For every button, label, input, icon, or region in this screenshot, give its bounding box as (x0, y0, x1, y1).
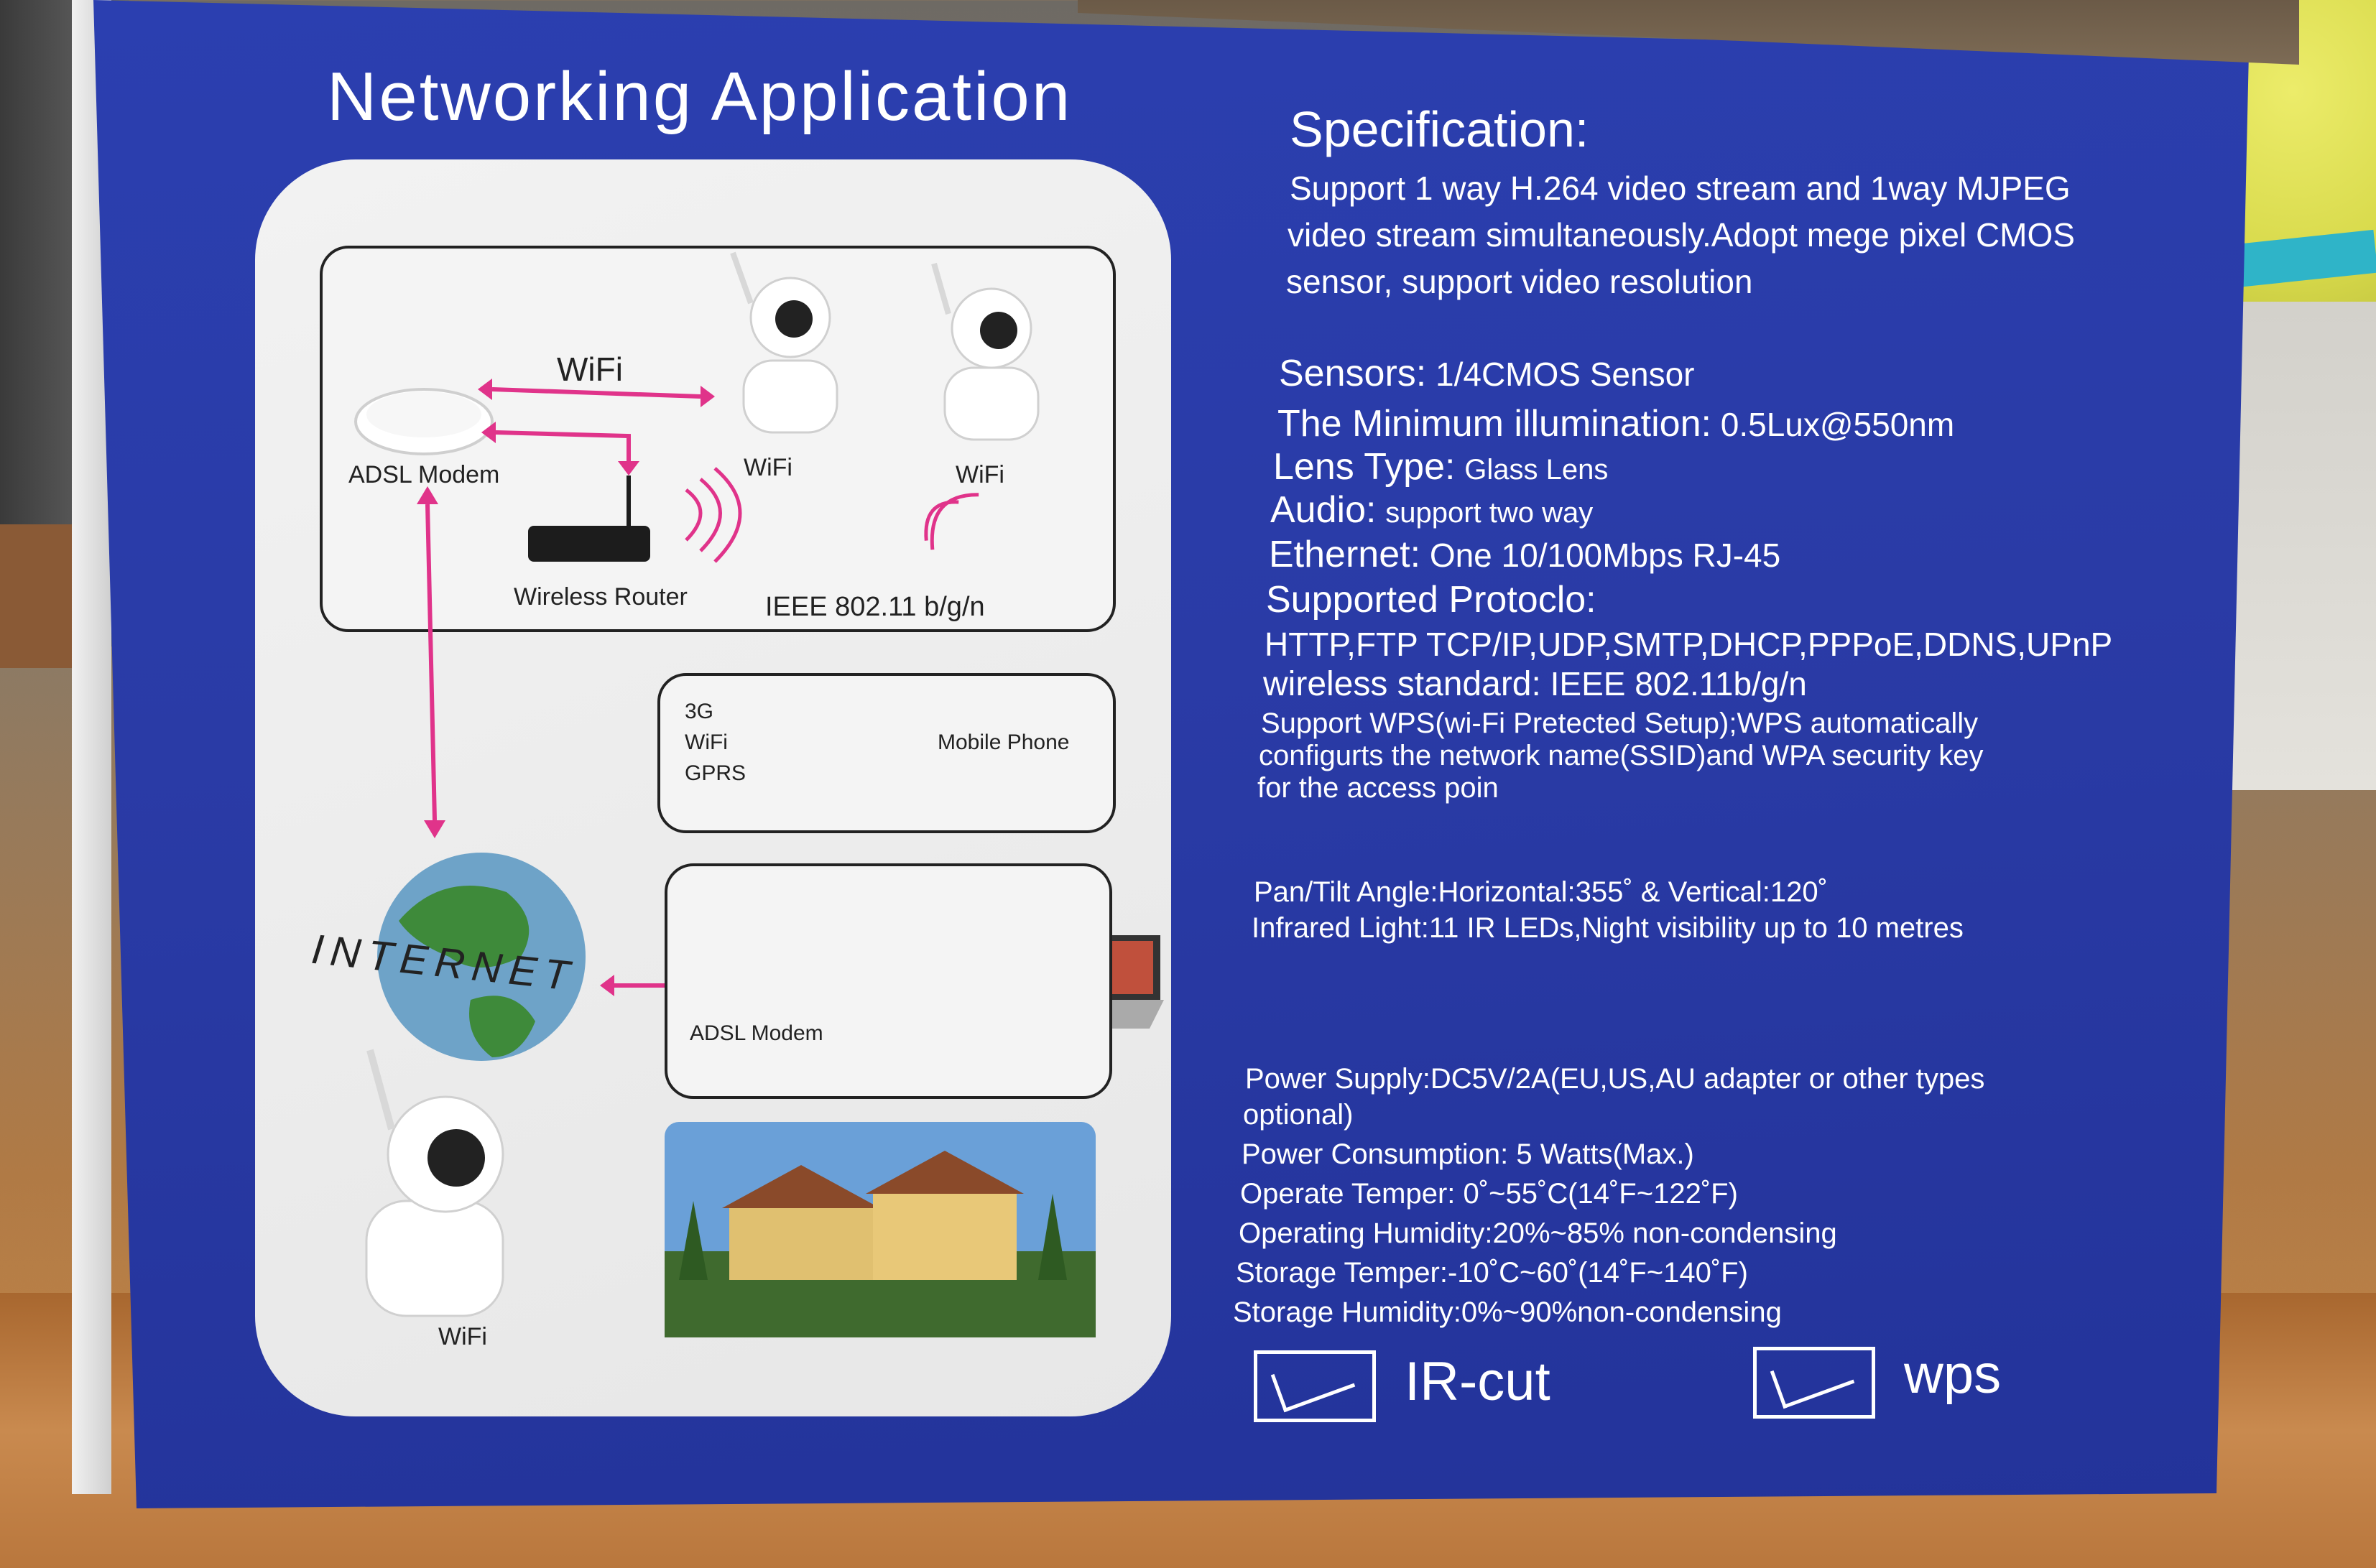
ir-cut-label: IR-cut (1405, 1351, 1550, 1412)
spec-audio: Audio: support two way (1270, 488, 1593, 532)
spec-intro-3: sensor, support video resolution (1286, 263, 1753, 300)
signal-waves-2 (924, 493, 979, 550)
spec-protocol-value: HTTP,FTP TCP/IP,UDP,SMTP,DHCP,PPPoE,DDNS… (1265, 626, 2113, 663)
wireless-router-label: Wireless Router (514, 583, 688, 611)
spec-illumination: The Minimum illumination: 0.5Lux@550nm (1277, 402, 1954, 445)
spec-intro-1: Support 1 way H.264 video stream and 1wa… (1290, 170, 2071, 207)
house-photo (665, 1122, 1096, 1337)
mobile-network-box (657, 673, 1116, 833)
signal-waves-1 (685, 467, 742, 563)
spec-wireless: wireless standard: IEEE 802.11b/g/n (1263, 664, 1807, 704)
spec-operate-temper: Operate Temper: 0˚~55˚C(14˚F~122˚F) (1240, 1178, 1738, 1210)
spec-power-supply-1: Power Supply:DC5V/2A(EU,US,AU adapter or… (1245, 1063, 1985, 1095)
spec-sensors: Sensors: 1/4CMOS Sensor (1279, 352, 1694, 395)
ir-cut-checkbox (1254, 1349, 1376, 1422)
internet-box (665, 863, 1112, 1099)
spec-sensors-value: 1/4CMOS Sensor (1436, 356, 1695, 393)
ieee-label: IEEE 802.11 b/g/n (765, 592, 985, 622)
camera-1-label: WiFi (744, 454, 792, 481)
mobile-phone-label: Mobile Phone (938, 730, 1070, 754)
spec-ethernet: Ethernet: One 10/100Mbps RJ-45 (1269, 533, 1780, 576)
network-diagram-graphics (354, 251, 1164, 1337)
spec-ethernet-label: Ethernet: (1269, 534, 1421, 575)
spec-pan-tilt: Pan/Tilt Angle:Horizontal:355˚ & Vertica… (1254, 876, 1828, 908)
camera-icon-bottom (365, 1049, 504, 1317)
spec-power-supply-2: optional) (1243, 1099, 1354, 1131)
spec-illumination-label: The Minimum illumination: (1277, 403, 1711, 445)
spec-infrared: Infrared Light:11 IR LEDs,Night visibili… (1252, 912, 1964, 944)
wifi-top-label: WiFi (557, 351, 623, 388)
spec-protocol-label: Supported Protoclo: (1266, 579, 1596, 621)
check-icon (1770, 1345, 1855, 1409)
camera-icon-2 (931, 262, 1040, 441)
camera-bottom-label: WiFi (438, 1323, 487, 1350)
spec-lens-value: Glass Lens (1464, 454, 1609, 486)
network-gprs-label: GPRS (685, 761, 746, 785)
spec-storage-humidity: Storage Humidity:0%~90%non-condensing (1233, 1296, 1782, 1328)
spec-title: Specification: (1290, 101, 1589, 157)
wps-checkbox (1753, 1345, 1875, 1419)
wps-label: wps (1904, 1344, 2002, 1405)
spec-storage-temper: Storage Temper:-10˚C~60˚(14˚F~140˚F) (1236, 1257, 1748, 1289)
camera-icon-1 (730, 251, 838, 434)
spec-wireless-label: wireless standard: (1263, 665, 1541, 703)
spec-lens-label: Lens Type: (1273, 446, 1456, 488)
network-wifi-label: WiFi (685, 730, 728, 754)
spec-wps-2: configurts the network name(SSID)and WPA… (1259, 740, 1984, 771)
diagram-panel: WiFi ADSL Modem WiFi WiFi Wireless Route… (255, 159, 1171, 1416)
spec-wps-1: Support WPS(wi-Fi Pretected Setup);WPS a… (1261, 708, 1979, 739)
spec-power-consumption: Power Consumption: 5 Watts(Max.) (1242, 1138, 1694, 1170)
spec-sensors-label: Sensors: (1279, 353, 1427, 394)
network-3g-label: 3G (685, 700, 714, 723)
adsl-modem-label: ADSL Modem (348, 461, 500, 488)
spec-operating-humidity: Operating Humidity:20%~85% non-condensin… (1239, 1217, 1837, 1249)
spec-lens: Lens Type: Glass Lens (1273, 445, 1608, 488)
spec-ethernet-value: One 10/100Mbps RJ-45 (1429, 537, 1781, 574)
spec-intro-2: video stream simultaneously.Adopt mege p… (1288, 216, 2075, 254)
spec-wireless-value: IEEE 802.11b/g/n (1550, 665, 1807, 702)
adsl-modem-2-label: ADSL Modem (690, 1021, 823, 1045)
spec-illumination-value: 0.5Lux@550nm (1720, 406, 1955, 443)
networking-title: Networking Application (327, 58, 1073, 135)
check-icon (1270, 1349, 1356, 1413)
spec-audio-value: support two way (1385, 497, 1594, 529)
camera-2-label: WiFi (956, 461, 1004, 488)
spec-wps-3: for the access poin (1257, 772, 1499, 804)
wireless-router-icon (528, 526, 650, 562)
spec-audio-label: Audio: (1270, 489, 1377, 531)
